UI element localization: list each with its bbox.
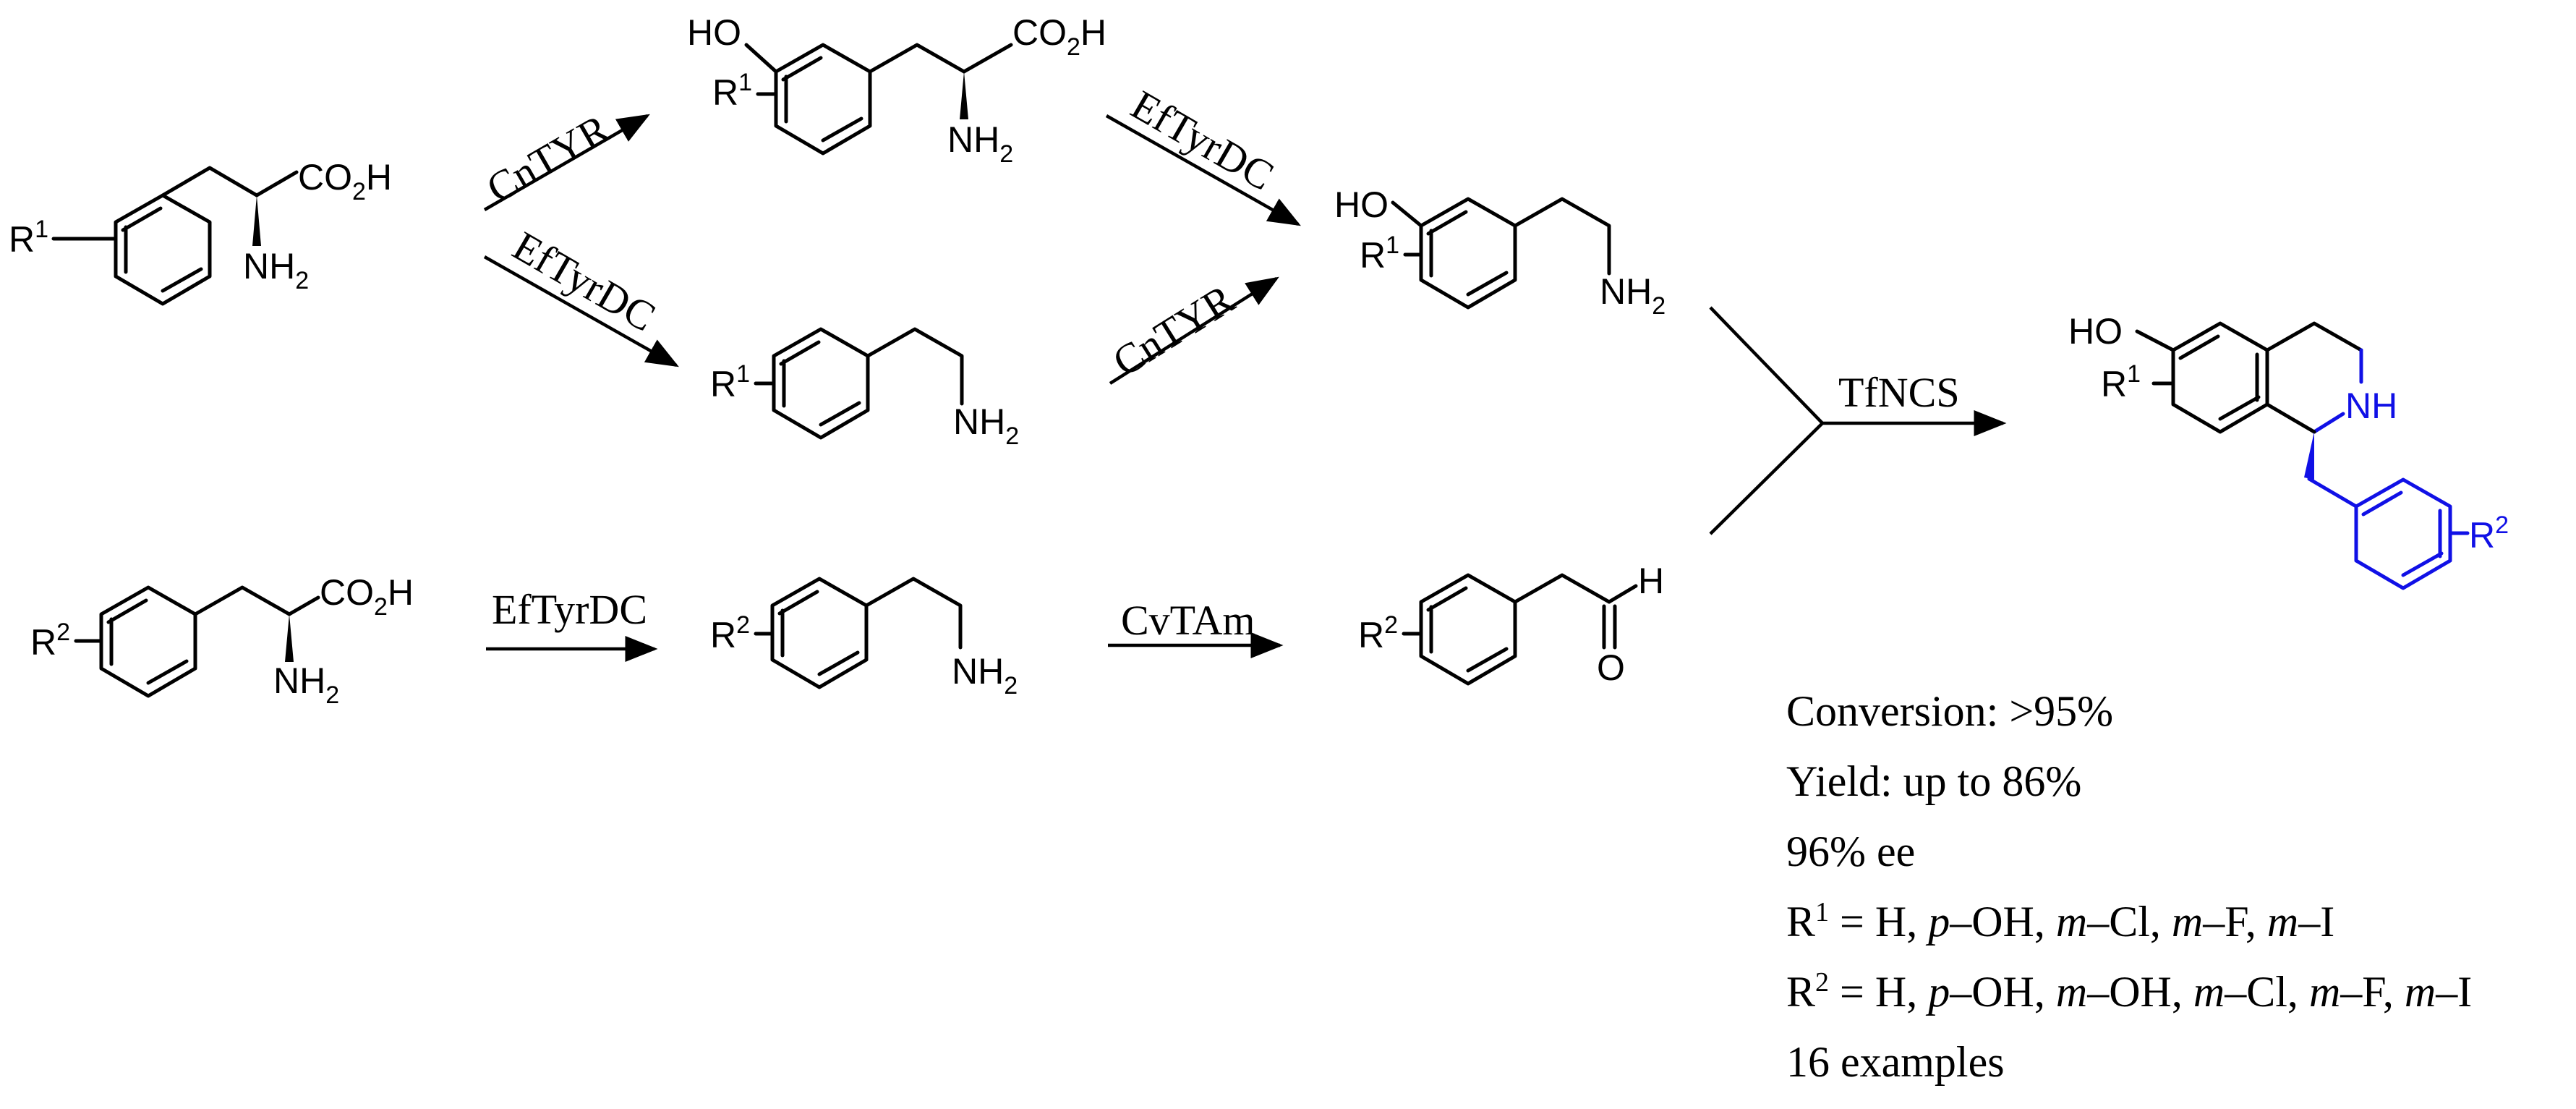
ee-text: 96% ee [1786,828,1916,875]
aldehyde-h-label: H [1638,561,1664,601]
substituent-segment: –Cl, [2087,898,2172,946]
r1-label: R1 [712,69,752,113]
nh-label: NH [2345,386,2397,426]
arrow-eftyrdc-3: EfTyrDC [486,586,658,662]
r2-label: R2 [710,611,750,655]
amine-label: NH2 [1600,271,1666,320]
conversion-text: Conversion: >95% [1786,687,2114,735]
compound-phenylalanine-r1: CO2H NH2 R1 [9,157,392,306]
carbonyl-oxygen-label: O [1597,647,1625,688]
compound-phenylalanine-r2: CO2H NH2 R2 [30,572,414,709]
stereo-wedge [252,195,261,246]
substituent-segment: = H, [1829,968,1929,1016]
substituent-segment: –Cl, [2225,968,2309,1016]
hydroxyl-label: HO [1334,184,1389,225]
r2-label: R2 [1358,611,1398,655]
carboxylic-acid-label: CO2H [298,157,392,205]
carboxylic-acid-label: CO2H [1012,12,1106,61]
enzyme-label-tfncs: TfNCS [1838,369,1960,416]
substituent-segment: –I [2298,898,2335,946]
arrow-eftyrdc-1: EfTyrDC [483,222,679,367]
r2-label: R2 [30,619,70,663]
arrow-cntyr-2: CnTYR [1104,275,1279,386]
substituent-segment: m [2308,968,2341,1016]
compound-phenylacetaldehyde-r2: H O R2 [1358,561,1664,688]
benzyl-ring [2354,477,2452,590]
amine-label: NH2 [273,660,339,709]
substituent-segment: p [1928,898,1950,946]
benzene-ring [772,327,870,440]
r2-substituents: R2 = H, p–OH, m–OH, m–Cl, m–F, m–I [1786,967,2473,1016]
enzyme-label-cntyr: CnTYR [1104,275,1242,386]
r1-label: R1 [1360,231,1399,276]
compound-phenethylamine-r1: NH2 R1 [710,327,1019,450]
substituent-segment: p [1928,968,1950,1016]
arrow-eftyrdc-2: EfTyrDC [1105,81,1301,226]
enzyme-label-cntyr: CnTYR [479,105,618,212]
product-tetrahydroisoquinoline: HO NH R2 R1 [2068,311,2509,590]
hydroxyl-label: HO [687,12,741,53]
substituent-segment: m [2171,898,2204,946]
benzene-ring [774,43,872,156]
substituent-segment: = H, [1829,898,1929,946]
substituent-segment: m [2404,968,2436,1016]
arrow-tfncs-merge: TfNCS [1709,306,2007,535]
yield-text: Yield: up to 86% [1786,757,2082,805]
reaction-summary: Conversion: >95% Yield: up to 86% 96% ee… [1786,676,2575,1097]
amine-label: NH2 [953,401,1019,450]
r1-label: R1 [710,360,750,404]
substituent-segment: –F, [2203,898,2267,946]
enzyme-label-eftyrdc: EfTyrDC [492,586,647,633]
r1-label: R1 [2101,360,2141,404]
r1-substituents: R1 = H, p–OH, m–Cl, m–F, m–I [1786,897,2335,946]
carboxylic-acid-label: CO2H [320,572,414,621]
benzene-ring [770,577,869,689]
compound-hydroxy-phenylalanine-r1: HO CO2H NH2 R1 [687,12,1106,168]
substituent-segment: m [2193,968,2225,1016]
r2-label: R2 [2469,511,2509,556]
compound-phenethylamine-r2: NH2 R2 [710,577,1018,700]
substituent-segment: m [2055,968,2088,1016]
benzene-ring [99,585,197,698]
benzene-ring [1419,197,1517,310]
substituent-segment: m [2266,898,2299,946]
amine-label: NH2 [952,651,1018,700]
benzene-ring [2171,321,2269,434]
compound-hydroxy-phenethylamine-r1: HO NH2 R1 [1334,184,1666,320]
amine-label: NH2 [243,246,309,294]
benzene-ring [1419,573,1517,686]
arrow-cvtam: CvTAm [1108,597,1284,658]
substituent-segment: –OH, [1950,968,2056,1016]
substituent-segment: –I [2436,968,2473,1016]
hydroxyl-label: HO [2068,311,2123,352]
amine-label: NH2 [947,119,1013,168]
arrow-cntyr-1: CnTYR [479,105,650,212]
substituent-segment: m [2055,898,2088,946]
r1-label: R1 [9,216,48,260]
enzyme-label-cvtam: CvTAm [1121,597,1255,644]
examples-count: 16 examples [1786,1038,2005,1086]
benzene-ring [114,193,212,306]
substituent-segment: –OH, [2087,968,2193,1016]
substituent-segment: –F, [2340,968,2405,1016]
substituent-segment: –OH, [1950,898,2056,946]
